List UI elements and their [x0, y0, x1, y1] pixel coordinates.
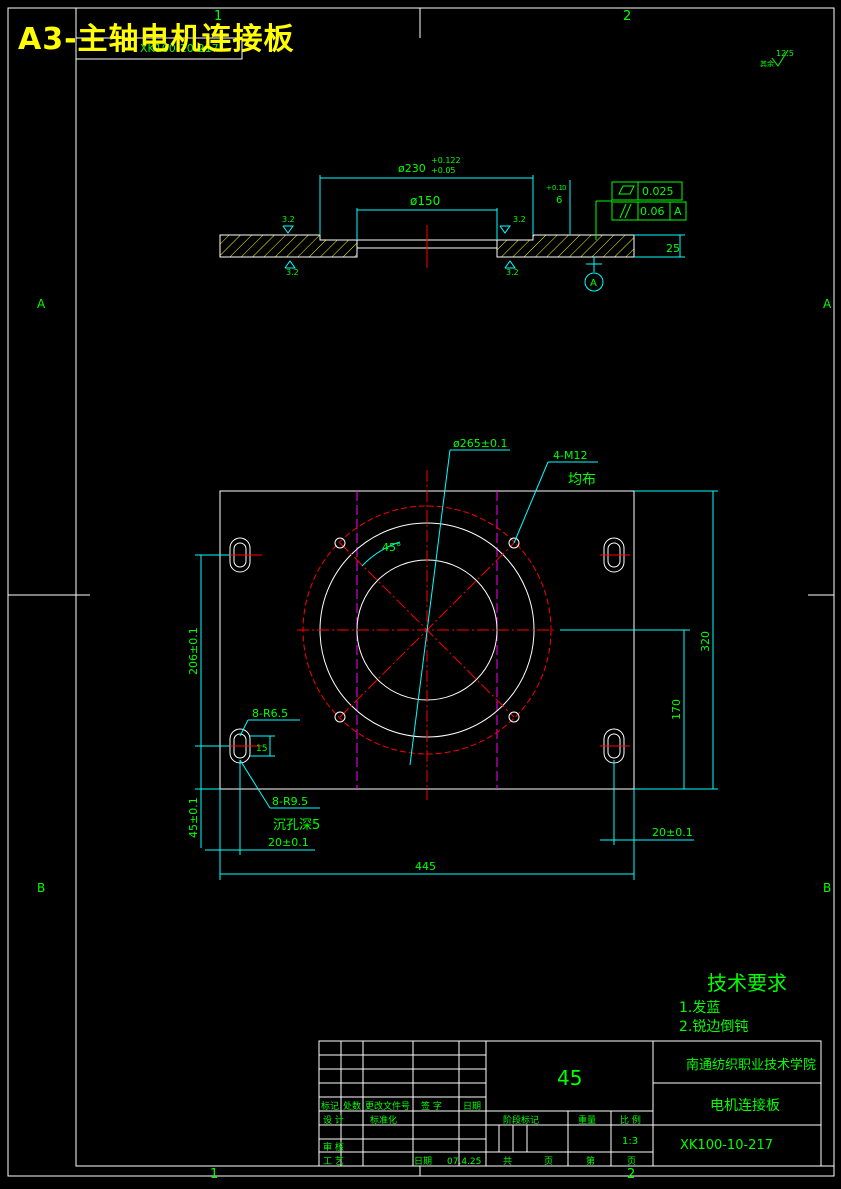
flatness-value: 0.025: [642, 185, 674, 198]
tb-weight: 重量: [578, 1114, 596, 1126]
zone-letter-b-left: B: [37, 881, 45, 895]
technical-requirements: 技术要求 1.发蓝 2.锐边倒钝: [679, 971, 787, 1035]
roughness-general-symbol: 12.5 其余: [760, 49, 794, 68]
tb-scale-label: 比 例: [620, 1114, 641, 1126]
tb-col-mark: 标记: [321, 1100, 339, 1112]
dim-outer-tol-upper: +0.122: [431, 156, 461, 165]
tech-req-heading: 技术要求: [707, 971, 787, 995]
roughness-general-prefix: 其余: [760, 59, 774, 68]
dim-outer-bore: ø230: [398, 162, 426, 175]
counterbore-note: 沉孔深5: [273, 818, 320, 833]
zone-number-bottom-right: 2: [627, 1167, 635, 1182]
tb-total: 共: [503, 1156, 512, 1167]
dim-depth: 6: [556, 195, 562, 206]
zone-number-top-right: 2: [623, 9, 631, 24]
tb-row-design: 设 计: [323, 1114, 344, 1126]
tech-req-item-2: 2.锐边倒钝: [679, 1019, 748, 1035]
tb-school: 南通纺织职业技术学院: [686, 1057, 816, 1073]
tb-col-count: 处数: [343, 1100, 361, 1112]
zone-number-bottom-left: 1: [210, 1167, 218, 1182]
roughness-general-value: 12.5: [776, 49, 794, 58]
dim-threaded-holes: 4-M12: [553, 449, 587, 462]
dim-depth-tol-lower: 0: [562, 184, 566, 192]
tech-req-item-1: 1.发蓝: [679, 1000, 720, 1016]
tb-scale: 1:3: [622, 1136, 638, 1147]
gdt-frames: [595, 181, 687, 240]
dim-vertical-45: 45±0.1: [187, 797, 200, 838]
section-right-body: [496, 234, 635, 258]
plan-view: ø265±0.1 4-M12 均布 45° 8-R6.5 8-R9.5 沉孔深5…: [187, 437, 718, 880]
tb-row-review: 审 核: [323, 1141, 344, 1153]
parallelism-icon: [619, 203, 627, 219]
dim-height-170: 170: [670, 699, 683, 720]
dim-slot-length: 15: [256, 744, 267, 754]
roughness-3: 3.2: [286, 268, 299, 277]
header-box: XK100-10-217: [75, 37, 243, 60]
dim-slot-radius-small: 8-R6.5: [252, 707, 288, 720]
dim-outer-tol-lower: +0.05: [431, 166, 456, 175]
roughness-4: 3.2: [506, 268, 519, 277]
title-block: [318, 1040, 822, 1167]
dim-slot-radius-large: 8-R9.5: [272, 795, 308, 808]
flatness-icon: [618, 185, 635, 195]
datum-label: A: [590, 278, 597, 289]
tb-sheet: 第: [586, 1155, 595, 1167]
section-view: ø230 +0.122 +0.05 ø150 6 +0.1 0 25 3.2 3…: [219, 156, 687, 292]
tb-material: 45: [557, 1066, 582, 1090]
dim-depth-tol-upper: +0.1: [546, 184, 563, 192]
tb-col-change-doc: 更改文件号: [365, 1100, 410, 1112]
tb-page-unit-2: 页: [627, 1156, 636, 1167]
dim-horizontal-20-right: 20±0.1: [652, 826, 693, 839]
parallelism-value: 0.06: [640, 205, 665, 218]
tb-date-value: 07.4.25: [447, 1157, 481, 1167]
dim-vertical-206: 206±0.1: [187, 627, 200, 675]
dim-width-445: 445: [415, 860, 436, 873]
tb-date-label: 日期: [414, 1156, 432, 1167]
tb-col-signature: 签 字: [421, 1100, 442, 1112]
tb-drawing-number: XK100-10-217: [680, 1138, 773, 1153]
dim-bolt-circle: ø265±0.1: [453, 437, 507, 450]
zone-letter-a-right: A: [823, 297, 832, 311]
tb-col-date: 日期: [463, 1101, 481, 1112]
parallelism-datum: A: [674, 205, 682, 218]
zone-letter-b-right: B: [823, 881, 831, 895]
tb-stage-mark: 阶段标记: [503, 1114, 539, 1126]
dim-inner-bore: ø150: [410, 194, 440, 208]
dim-height-320: 320: [699, 631, 712, 652]
tb-part-name: 电机连接板: [710, 1097, 780, 1114]
tb-row-process: 工 艺: [323, 1156, 344, 1167]
tb-row-standardize: 标准化: [370, 1114, 397, 1126]
header-box-text: XK100-10-217: [140, 42, 219, 55]
drawing-title: A3-主轴电机连接板: [18, 22, 295, 57]
zone-number-top-left: 1: [214, 9, 222, 24]
dim-angle: 45°: [382, 541, 402, 554]
section-left-body: [219, 234, 358, 258]
dim-thickness: 25: [666, 242, 680, 255]
zone-letter-a-left: A: [37, 297, 46, 311]
threaded-holes-note: 均布: [568, 472, 596, 488]
roughness-1: 3.2: [282, 215, 295, 224]
dim-horizontal-20-left: 20±0.1: [268, 836, 309, 849]
tb-page-unit-1: 页: [544, 1156, 553, 1167]
roughness-2: 3.2: [513, 215, 526, 224]
title-block-text: 45 南通纺织职业技术学院 电机连接板 XK100-10-217 1:3 标记 …: [321, 1057, 816, 1167]
